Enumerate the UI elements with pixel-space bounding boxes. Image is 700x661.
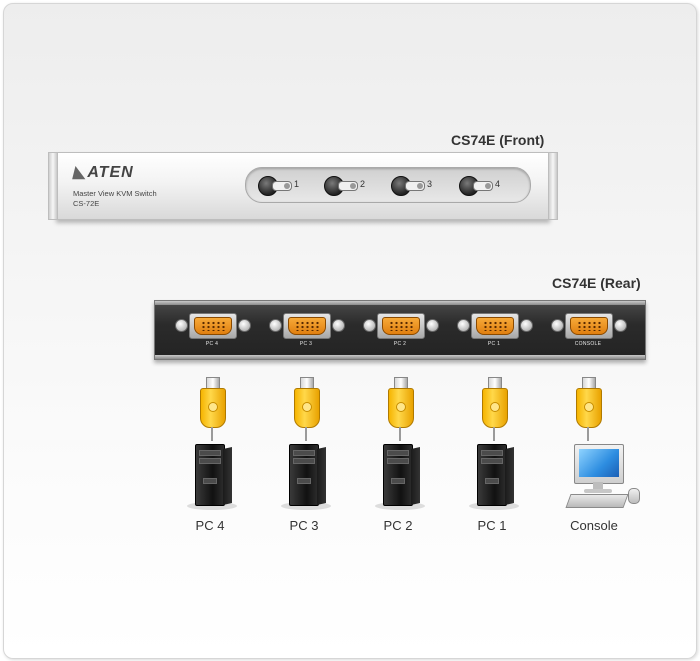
- vga-cable-icon: [291, 377, 321, 441]
- vga-shell: [283, 313, 331, 339]
- keyboard-icon: [565, 494, 629, 508]
- front-panel-right-cap: [548, 152, 558, 220]
- vga-shell: [565, 313, 613, 339]
- screw-icon: [551, 319, 564, 332]
- screw-icon: [269, 319, 282, 332]
- switch-number: 3: [427, 179, 433, 189]
- aten-mark-icon: ◣: [73, 164, 87, 181]
- port-label: PC 2: [393, 341, 407, 347]
- vga-connector-icon: [288, 317, 326, 335]
- vga-port-pc3: [269, 313, 345, 339]
- port-label: PC 1: [487, 341, 501, 347]
- port-label: PC 4: [205, 341, 219, 347]
- vga-connector-icon: [194, 317, 232, 335]
- vga-connector-icon: [382, 317, 420, 335]
- vga-connector-icon: [476, 317, 514, 335]
- mouse-icon: [628, 488, 640, 504]
- device-label: Console: [570, 518, 618, 533]
- pc-tower-icon: [375, 444, 425, 510]
- switch-number: 4: [495, 179, 501, 189]
- product-line-text: Master View KVM Switch: [73, 189, 157, 198]
- model-text: CS-72E: [73, 199, 100, 208]
- led-icon: [272, 181, 292, 191]
- console-computer-icon: [564, 444, 644, 514]
- vga-cable-icon: [479, 377, 509, 441]
- port-switch-bar: 1 2 3 4: [245, 167, 531, 203]
- device-label: PC 2: [383, 518, 413, 533]
- port-label: CONSOLE: [574, 341, 602, 347]
- switch-number: 2: [360, 179, 366, 189]
- vga-cable-icon: [573, 377, 603, 441]
- led-icon: [473, 181, 493, 191]
- device-label: PC 1: [477, 518, 507, 533]
- vga-port-pc2: [363, 313, 439, 339]
- vga-cable-icon: [197, 377, 227, 441]
- vga-shell: [189, 313, 237, 339]
- screw-icon: [175, 319, 188, 332]
- led-icon: [338, 181, 358, 191]
- led-icon: [405, 181, 425, 191]
- rear-panel: PC 4 PC 3 PC 2 PC 1 CONSOLE: [154, 300, 646, 360]
- monitor-icon: [574, 444, 624, 484]
- vga-port-pc4: [175, 313, 251, 339]
- vga-connector-icon: [570, 317, 608, 335]
- vga-port-console: [551, 313, 627, 339]
- vga-shell: [471, 313, 519, 339]
- screw-icon: [238, 319, 251, 332]
- device-label: PC 3: [289, 518, 319, 533]
- device-label: PC 4: [195, 518, 225, 533]
- front-panel-left-cap: [48, 152, 58, 220]
- pc-tower-icon: [469, 444, 519, 510]
- front-panel: ◣ATEN Master View KVM Switch CS-72E 1 2 …: [48, 152, 558, 220]
- screw-icon: [426, 319, 439, 332]
- pc-tower-icon: [281, 444, 331, 510]
- port-label: PC 3: [299, 341, 313, 347]
- screw-icon: [614, 319, 627, 332]
- vga-cable-icon: [385, 377, 415, 441]
- vga-shell: [377, 313, 425, 339]
- brand-text: ATEN: [87, 164, 134, 181]
- screw-icon: [457, 319, 470, 332]
- rear-title: CS74E (Rear): [552, 275, 641, 291]
- diagram-frame: CS74E (Front) ◣ATEN Master View KVM Swit…: [3, 3, 697, 659]
- screw-icon: [363, 319, 376, 332]
- rear-panel-top-lip: [155, 301, 645, 305]
- vga-port-pc1: [457, 313, 533, 339]
- brand-logo: ◣ATEN: [73, 162, 134, 182]
- switch-number: 1: [294, 179, 300, 189]
- pc-tower-icon: [187, 444, 237, 510]
- rear-panel-bottom-lip: [155, 355, 645, 359]
- screw-icon: [520, 319, 533, 332]
- front-title: CS74E (Front): [451, 132, 545, 148]
- screw-icon: [332, 319, 345, 332]
